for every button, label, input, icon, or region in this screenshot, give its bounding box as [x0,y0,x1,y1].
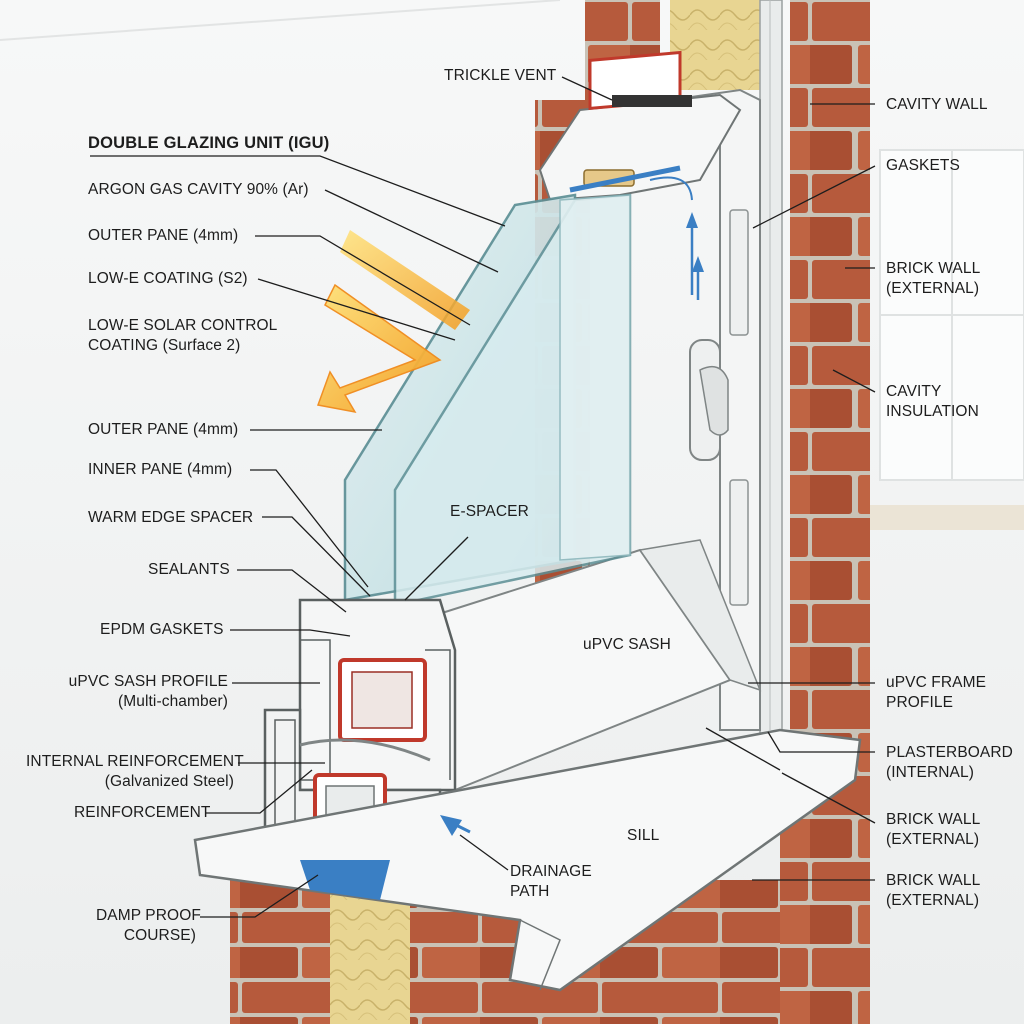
label-cavity-insulation: CAVITY INSULATION [886,382,979,422]
leader-lines [90,76,876,918]
label-brick-wall-ext-1-line2: (EXTERNAL) [886,280,980,297]
label-drainage-line1: DRAINAGE [510,863,592,880]
label-upvc-frame-line1: uPVC FRAME [886,674,987,691]
label-warm-edge-spacer: WARM EDGE SPACER [88,509,254,526]
label-outer-pane-mid: OUTER PANE (4mm) [88,421,239,438]
label-drainage-line2: PATH [510,883,550,900]
label-low-e-coating: LOW-E COATING (S2) [88,270,248,287]
steel-reinforcement-strip [299,738,431,762]
label-brick-wall-ext-3-line2: (EXTERNAL) [886,892,980,909]
label-brick-wall-external-1: BRICK WALL (EXTERNAL) [886,259,980,299]
label-upvc-sash-profile-line1: uPVC SASH PROFILE [68,673,228,690]
label-upvc-sash-profile-line2: (Multi-chamber) [117,693,228,710]
background-shelf [865,505,1024,530]
label-upvc-frame-profile: uPVC FRAME PROFILE [886,673,986,713]
label-argon-gas-cavity: ARGON GAS CAVITY 90% (Ar) [88,181,309,198]
label-damp-proof-line2: COURSE) [123,927,196,944]
label-reinforcement: REINFORCEMENT [74,804,211,821]
label-brick-wall-external-2: BRICK WALL (EXTERNAL) [886,810,980,850]
label-cavity-wall: CAVITY WALL [886,96,988,113]
hinge-bottom [729,479,749,606]
label-internal-reinforcement-line1: INTERNAL REINFORCEMENT [26,753,244,770]
plasterboard-strip [759,0,783,741]
label-drainage-path: DRAINAGE PATH [510,862,592,902]
label-damp-proof-line1: DAMP PROOF [96,907,201,924]
label-cavity-insulation-line2: INSULATION [886,403,979,420]
cavity-insulation-bottom [330,880,410,1024]
label-brick-wall-external-3: BRICK WALL (EXTERNAL) [886,871,980,911]
label-e-spacer: E-SPACER [450,503,529,520]
label-inner-pane: INNER PANE (4mm) [88,461,233,478]
label-cavity-insulation-line1: CAVITY [886,383,942,400]
label-trickle-vent: TRICKLE VENT [444,67,557,84]
label-low-e-solar-line1: LOW-E SOLAR CONTROL [88,317,278,334]
label-epdm-gaskets: EPDM GASKETS [100,621,224,638]
label-upvc-sash-profile: uPVC SASH PROFILE (Multi-chamber) [60,672,228,712]
label-double-glazing-unit: DOUBLE GLAZING UNIT (IGU) [88,134,330,152]
cavity-insulation-top [670,0,760,90]
label-gaskets: GASKETS [886,157,960,174]
damp-proof-course [300,860,390,900]
window-sill [193,728,862,992]
label-brick-wall-ext-1-line1: BRICK WALL [886,260,981,277]
label-damp-proof-course: DAMP PROOF COURSE) [96,906,201,946]
label-plasterboard-line1: PLASTERBOARD [886,744,1013,761]
label-low-e-solar-control: LOW-E SOLAR CONTROL COATING (Surface 2) [88,316,277,356]
solar-ray-reflected [316,283,442,414]
label-low-e-solar-line2: COATING (Surface 2) [88,337,241,354]
label-outer-pane-top: OUTER PANE (4mm) [88,227,239,244]
label-sill: SILL [627,827,660,844]
label-internal-reinforcement-line2: (Galvanized Steel) [104,773,234,790]
label-internal-reinforcement: INTERNAL REINFORCEMENT (Galvanized Steel… [26,752,244,792]
label-upvc-frame-line2: PROFILE [886,694,954,711]
label-plasterboard-line2: (INTERNAL) [886,764,974,781]
hinge-top [729,209,749,336]
label-upvc-sash: uPVC SASH [583,636,671,653]
label-plasterboard: PLASTERBOARD (INTERNAL) [886,743,1013,783]
label-brick-wall-ext-2-line1: BRICK WALL [886,811,981,828]
label-brick-wall-ext-3-line1: BRICK WALL [886,872,981,889]
label-brick-wall-ext-2-line2: (EXTERNAL) [886,831,980,848]
trickle-vent-slot [612,95,692,107]
label-sealants: SEALANTS [148,561,230,578]
